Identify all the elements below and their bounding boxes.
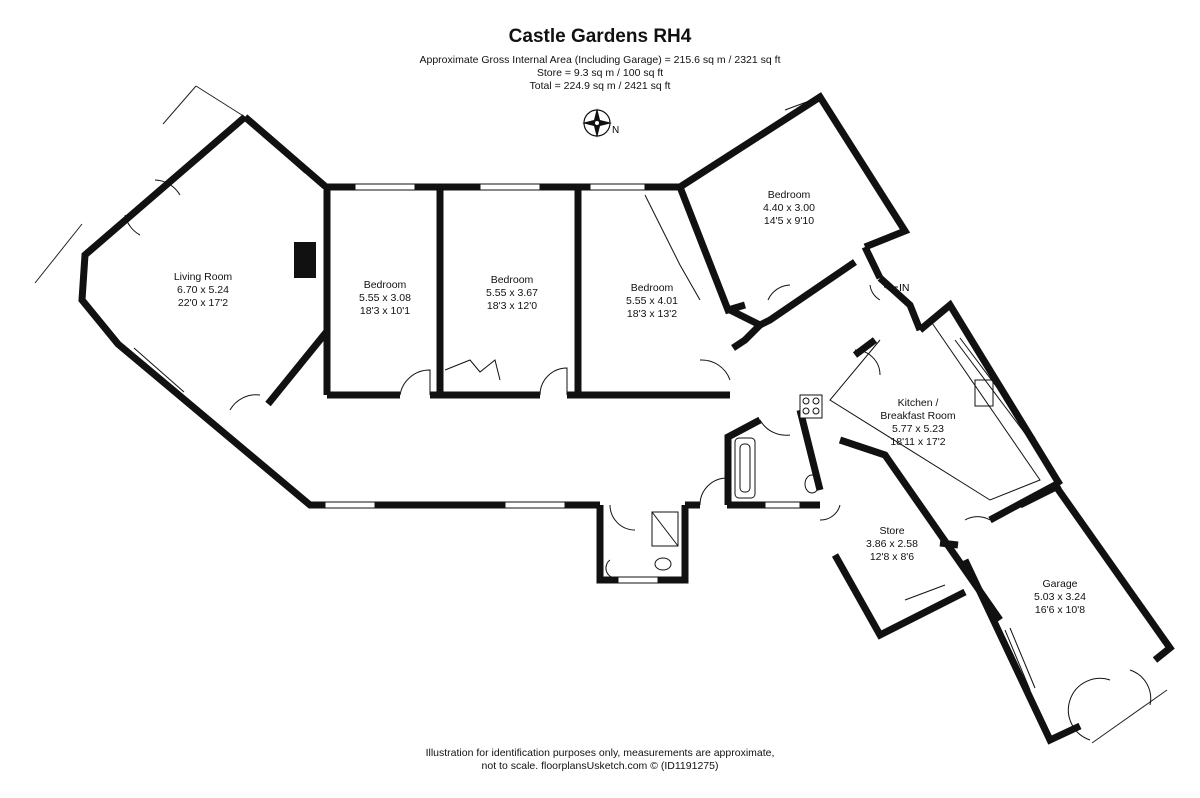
compass-label: N — [612, 125, 619, 136]
room-garage: Garage 5.03 x 3.24 16'6 x 10'8 — [1034, 578, 1086, 617]
room-bedroom-3: Bedroom 5.55 x 4.01 18'3 x 13'2 — [626, 282, 678, 321]
area-line-store: Store = 9.3 sq m / 100 sq ft — [536, 67, 664, 79]
room-name: Living Room — [173, 271, 233, 283]
disclaimer-line-1: Illustration for identification purposes… — [425, 747, 775, 759]
room-imperial: 18'3 x 10'1 — [359, 305, 411, 317]
room-metric: 5.03 x 3.24 — [1034, 591, 1086, 603]
room-metric: 4.40 x 3.00 — [763, 202, 815, 214]
room-metric: 5.55 x 3.67 — [486, 287, 538, 299]
compass-icon — [582, 108, 612, 138]
room-metric: 5.55 x 4.01 — [626, 295, 678, 307]
room-kitchen: Kitchen / Breakfast Room 5.77 x 5.23 18'… — [880, 397, 955, 449]
room-imperial: 22'0 x 17'2 — [177, 297, 229, 309]
walls — [78, 92, 1175, 745]
room-store: Store 3.86 x 2.58 12'8 x 8'6 — [866, 525, 918, 564]
room-imperial: 16'6 x 10'8 — [1034, 604, 1086, 616]
doors — [124, 179, 1152, 741]
room-name: Bedroom — [363, 279, 407, 291]
room-name-2: Breakfast Room — [880, 410, 956, 422]
entrance-arrow-icon — [884, 283, 898, 291]
room-name: Garage — [1042, 578, 1078, 590]
area-line-gross: Approximate Gross Internal Area (Includi… — [419, 54, 781, 66]
room-bedroom-4: Bedroom 4.40 x 3.00 14'5 x 9'10 — [763, 189, 815, 228]
room-name: Bedroom — [490, 274, 534, 286]
room-name: Bedroom — [630, 282, 674, 294]
room-imperial: 18'11 x 17'2 — [890, 436, 946, 448]
room-metric: 6.70 x 5.24 — [177, 284, 229, 296]
room-name: Store — [879, 525, 905, 537]
room-imperial: 14'5 x 9'10 — [763, 215, 815, 227]
plan-title: Castle Gardens RH4 — [508, 26, 692, 47]
room-bedroom-2: Bedroom 5.55 x 3.67 18'3 x 12'0 — [486, 274, 538, 313]
entrance-label: IN — [899, 282, 910, 294]
room-metric: 5.77 x 5.23 — [892, 423, 944, 435]
room-imperial: 12'8 x 8'6 — [869, 551, 915, 563]
outer-thin-lines — [34, 85, 1168, 744]
fireplace — [294, 242, 316, 278]
room-metric: 3.86 x 2.58 — [866, 538, 918, 550]
disclaimer-line-2: not to scale. floorplansUsketch.com © (I… — [481, 760, 719, 772]
room-bedroom-1: Bedroom 5.55 x 3.08 18'3 x 10'1 — [359, 279, 411, 318]
area-line-total: Total = 224.9 sq m / 2421 sq ft — [529, 80, 671, 92]
windows — [324, 183, 801, 584]
room-metric: 5.55 x 3.08 — [359, 292, 411, 304]
bathroom-fixtures — [605, 437, 820, 579]
room-name: Bedroom — [767, 189, 811, 201]
kitchen-fixtures — [799, 319, 1041, 501]
room-imperial: 18'3 x 13'2 — [626, 308, 678, 320]
room-name: Kitchen / — [897, 397, 939, 409]
room-living: Living Room 6.70 x 5.24 22'0 x 17'2 — [174, 271, 232, 310]
room-imperial: 18'3 x 12'0 — [486, 300, 538, 312]
